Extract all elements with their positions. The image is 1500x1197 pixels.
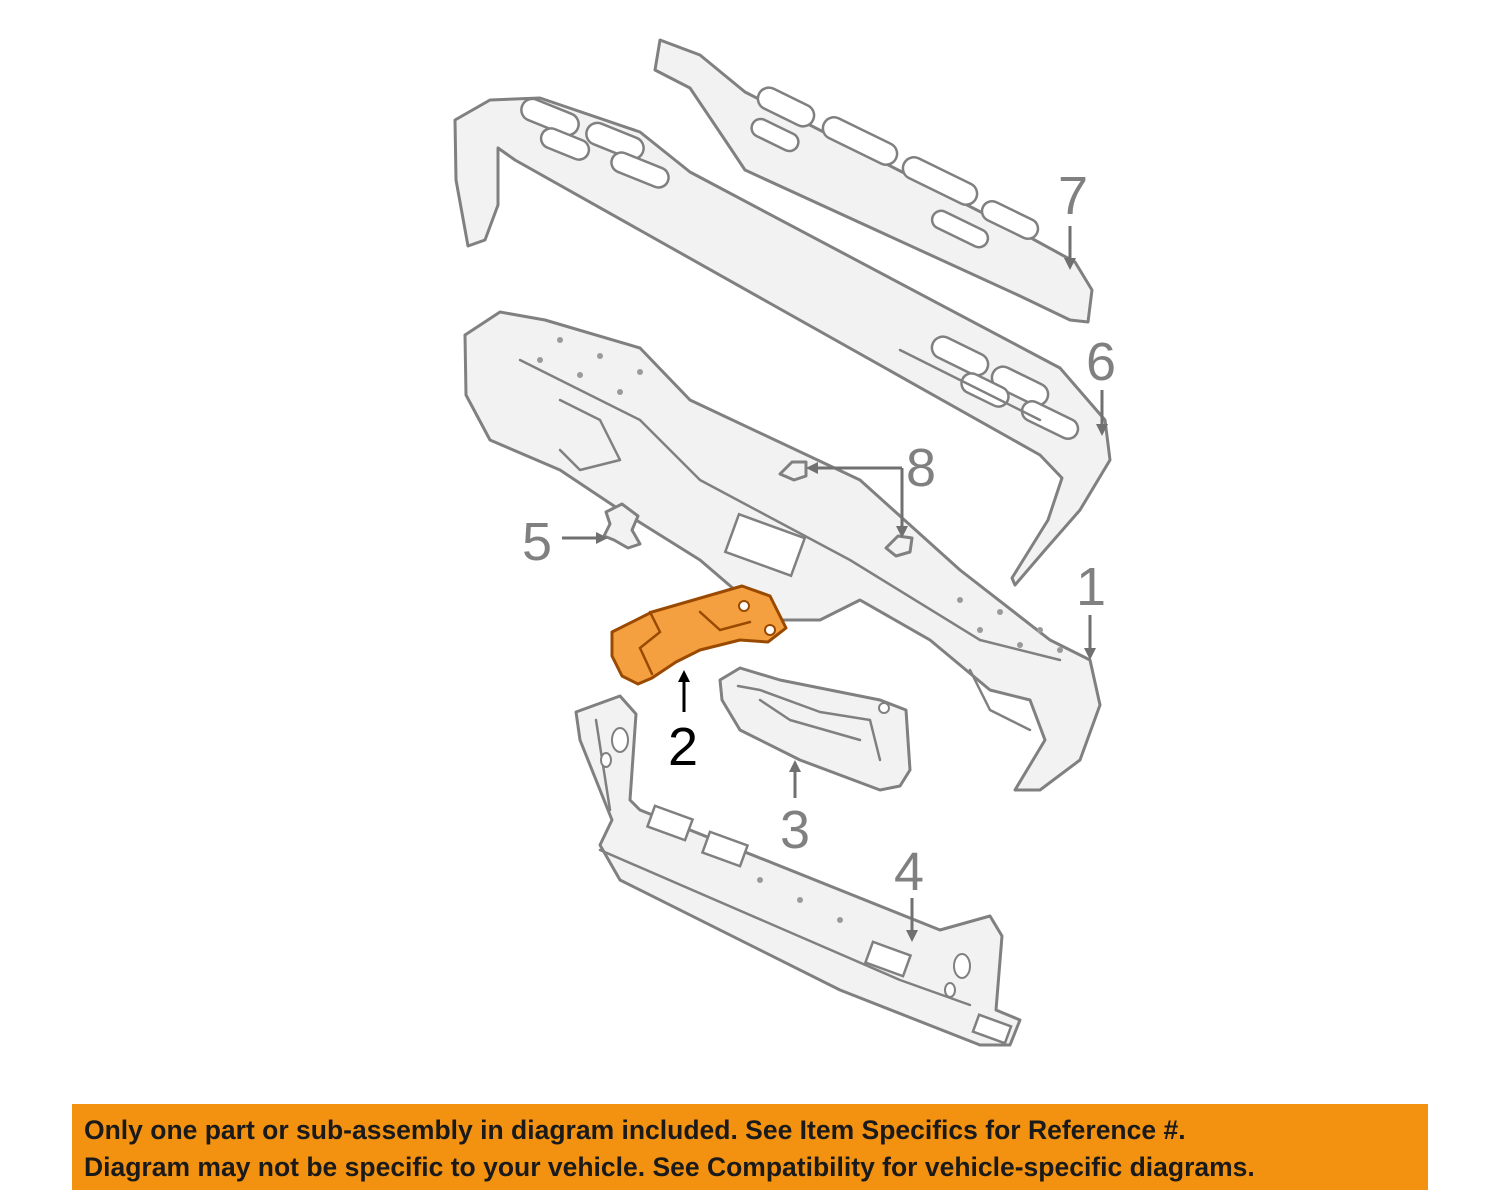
callout-1: 1 [1076, 557, 1106, 617]
part-5-clip [602, 502, 642, 550]
parts-diagram: 7 6 8 5 1 2 3 4 [453, 38, 1116, 1047]
disclaimer-line-1: Only one part or sub-assembly in diagram… [84, 1115, 1186, 1145]
callout-7: 7 [1058, 166, 1088, 226]
part-6-upper-pad [453, 96, 1112, 587]
disclaimer-line-2: Diagram may not be specific to your vehi… [84, 1152, 1255, 1182]
disclaimer-banner: Only one part or sub-assembly in diagram… [72, 1104, 1428, 1190]
callout-4: 4 [894, 842, 924, 902]
callout-6: 6 [1086, 332, 1116, 392]
part-7-step-pad [653, 38, 1094, 324]
callout-2-highlighted: 2 [668, 717, 698, 777]
leader-lines [562, 226, 1108, 942]
part-3-bracket [718, 666, 912, 792]
callout-3: 3 [780, 800, 810, 860]
part-8-push-pins [778, 460, 914, 558]
part-4-reinforcement [574, 694, 1022, 1047]
callout-8: 8 [906, 438, 936, 498]
callout-5: 5 [522, 512, 552, 572]
part-2-bracket-highlighted [610, 584, 788, 686]
